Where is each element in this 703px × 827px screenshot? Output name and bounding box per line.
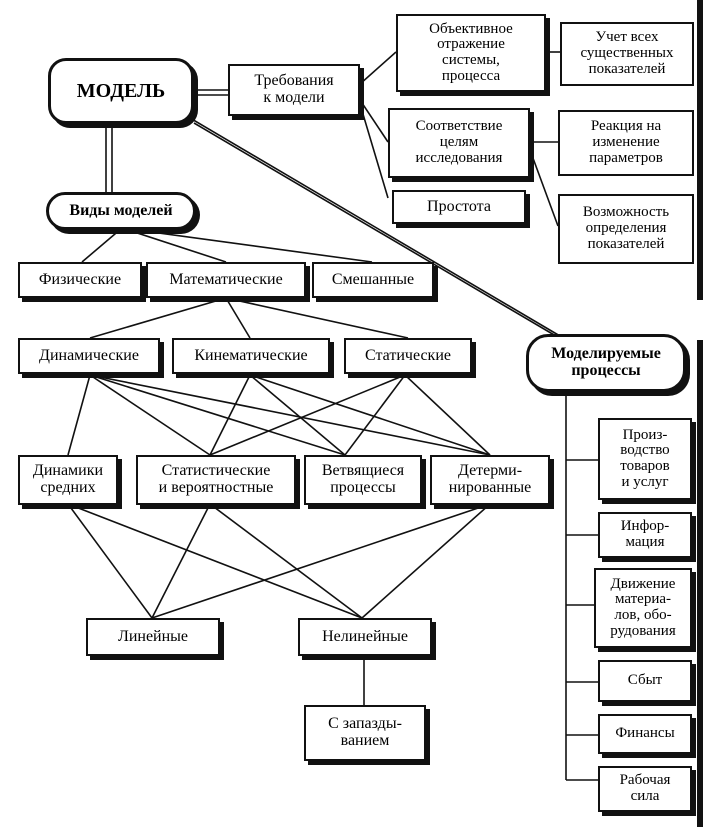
delayed-node: С запазды- ванием bbox=[304, 705, 426, 761]
define-indicators-node: Возможность определения показателей bbox=[558, 194, 694, 264]
kinematic-node: Кинематические bbox=[172, 338, 330, 374]
materials-movement-node: Движение материа- лов, обо- рудования bbox=[594, 568, 692, 648]
deterministic-node: Детерми- нированные bbox=[430, 455, 550, 505]
production-node: Произ- водство товаров и услуг bbox=[598, 418, 692, 500]
information-node: Инфор- мация bbox=[598, 512, 692, 558]
workforce-node: Рабочая сила bbox=[598, 766, 692, 812]
dynamic-node: Динамические bbox=[18, 338, 160, 374]
static-node: Статические bbox=[344, 338, 472, 374]
simplicity-node: Простота bbox=[392, 190, 526, 224]
model-node: МОДЕЛЬ bbox=[48, 58, 194, 124]
all-indicators-node: Учет всех существенных показателей bbox=[560, 22, 694, 86]
branching-processes-node: Ветвящиеся процессы bbox=[304, 455, 422, 505]
objective-reflection-node: Объективное отражение системы, процесса bbox=[396, 14, 546, 92]
sales-node: Сбыт bbox=[598, 660, 692, 702]
modeled-processes-node: Моделируемые процессы bbox=[526, 334, 686, 392]
linear-node: Линейные bbox=[86, 618, 220, 656]
mixed-node: Смешанные bbox=[312, 262, 434, 298]
research-goals-node: Соответствие целям исследования bbox=[388, 108, 530, 178]
nonlinear-node: Нелинейные bbox=[298, 618, 432, 656]
average-dynamics-node: Динамики средних bbox=[18, 455, 118, 505]
statistical-probabilistic-node: Статистические и вероятностные bbox=[136, 455, 296, 505]
finance-node: Финансы bbox=[598, 714, 692, 754]
page-edge-bar bbox=[697, 0, 703, 827]
physical-node: Физические bbox=[18, 262, 142, 298]
model-types-node: Виды моделей bbox=[46, 192, 196, 230]
requirements-node: Требования к модели bbox=[228, 64, 360, 116]
mathematical-node: Математические bbox=[146, 262, 306, 298]
parameter-reaction-node: Реакция на изменение параметров bbox=[558, 110, 694, 176]
